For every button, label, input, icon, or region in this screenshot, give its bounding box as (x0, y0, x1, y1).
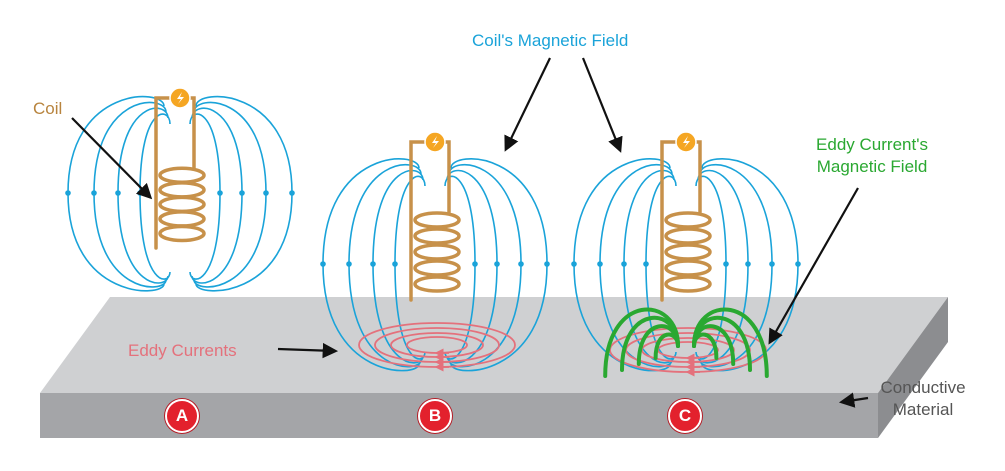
field-direction-dot (518, 261, 524, 267)
badge-a: A (165, 399, 199, 433)
eddy-field-label-line1: Eddy Current's (816, 135, 928, 154)
coil-assembly-a (65, 87, 295, 292)
conductive-arrow-icon (838, 392, 869, 408)
coil-lead-left (409, 140, 429, 302)
coil-winding (664, 227, 712, 245)
field-direction-dot (91, 190, 97, 196)
coil-label: Coil (33, 99, 63, 118)
field-direction-dot (597, 261, 603, 267)
field-direction-dot (346, 261, 352, 267)
coil-winding (158, 210, 206, 228)
lightning-icon (177, 92, 184, 104)
coil-winding (664, 259, 712, 277)
coil-lead-right (441, 140, 451, 214)
coil-winding (413, 275, 461, 293)
magnetic-field-lines (65, 95, 295, 292)
magnetic-field-lines (320, 158, 550, 372)
field-direction-dot (571, 261, 577, 267)
field-direction-dot (472, 261, 478, 267)
field-direction-dot (392, 261, 398, 267)
coil-winding (664, 211, 712, 229)
field-direction-dot (239, 190, 245, 196)
eddy-field-arc (692, 307, 769, 378)
field-direction-dot (65, 190, 71, 196)
eddy-field-arc (603, 307, 680, 378)
field-direction-dot (643, 261, 649, 267)
field-direction-dot (370, 261, 376, 267)
coil-lead-left (660, 140, 680, 302)
field-direction-dot (544, 261, 550, 267)
field-direction-dot (217, 190, 223, 196)
coil-arrow-icon (71, 117, 153, 200)
power-source (424, 131, 446, 153)
eddy-current-magnetic-field (603, 307, 769, 378)
coils-field-arrow-right-icon (581, 57, 623, 153)
eddy-currents-label: Eddy Currents (128, 341, 237, 360)
eddy-current-rings (358, 322, 516, 372)
coil-winding (413, 227, 461, 245)
coil (660, 140, 712, 302)
coil-winding (413, 211, 461, 229)
coil-assembly-b (320, 131, 550, 372)
badge-c: C (668, 399, 702, 433)
coil-winding (158, 195, 206, 214)
badge-b: B (418, 399, 452, 433)
coil-lead-right (692, 140, 702, 214)
coils-magnetic-field-label: Coil's Magnetic Field (472, 31, 629, 50)
field-direction-dot (137, 190, 143, 196)
coil-winding (664, 243, 712, 261)
field-direction-dot (115, 190, 121, 196)
eddy-field-label-line2: Magnetic Field (816, 157, 928, 176)
coil-winding (158, 224, 206, 243)
coil-lead-right (186, 96, 196, 170)
coil-winding (158, 181, 206, 199)
conductive-plate (40, 297, 948, 438)
field-direction-dot (745, 261, 751, 267)
power-source (675, 131, 697, 153)
field-direction-dot (621, 261, 627, 267)
lightning-icon (683, 136, 690, 148)
coil-winding (413, 243, 461, 261)
field-direction-dot (723, 261, 729, 267)
eddy-currents-arrow-icon (277, 342, 339, 359)
coil (154, 96, 206, 250)
coils-field-arrow-left-icon (504, 57, 551, 152)
field-loop (117, 107, 169, 284)
conductive-label-line1: Conductive (880, 378, 966, 397)
field-direction-dot (320, 261, 326, 267)
field-direction-dot (769, 261, 775, 267)
coil-winding (413, 259, 461, 277)
coil-winding (664, 275, 712, 293)
coil-assembly-c (571, 131, 801, 378)
plate-side-face (878, 297, 948, 438)
field-direction-dot (795, 261, 801, 267)
field-direction-dot (289, 190, 295, 196)
label-arrows (71, 57, 869, 408)
coil-lead-left (154, 96, 174, 250)
plate-top-face (40, 297, 948, 393)
eddy-field-arrow-icon (768, 187, 859, 345)
power-source (169, 87, 191, 109)
conductive-label-line2: Material (892, 400, 954, 419)
coil-winding (158, 166, 206, 185)
lightning-icon (432, 136, 439, 148)
field-direction-dot (494, 261, 500, 267)
plate-front-face (40, 393, 878, 438)
field-direction-dot (263, 190, 269, 196)
